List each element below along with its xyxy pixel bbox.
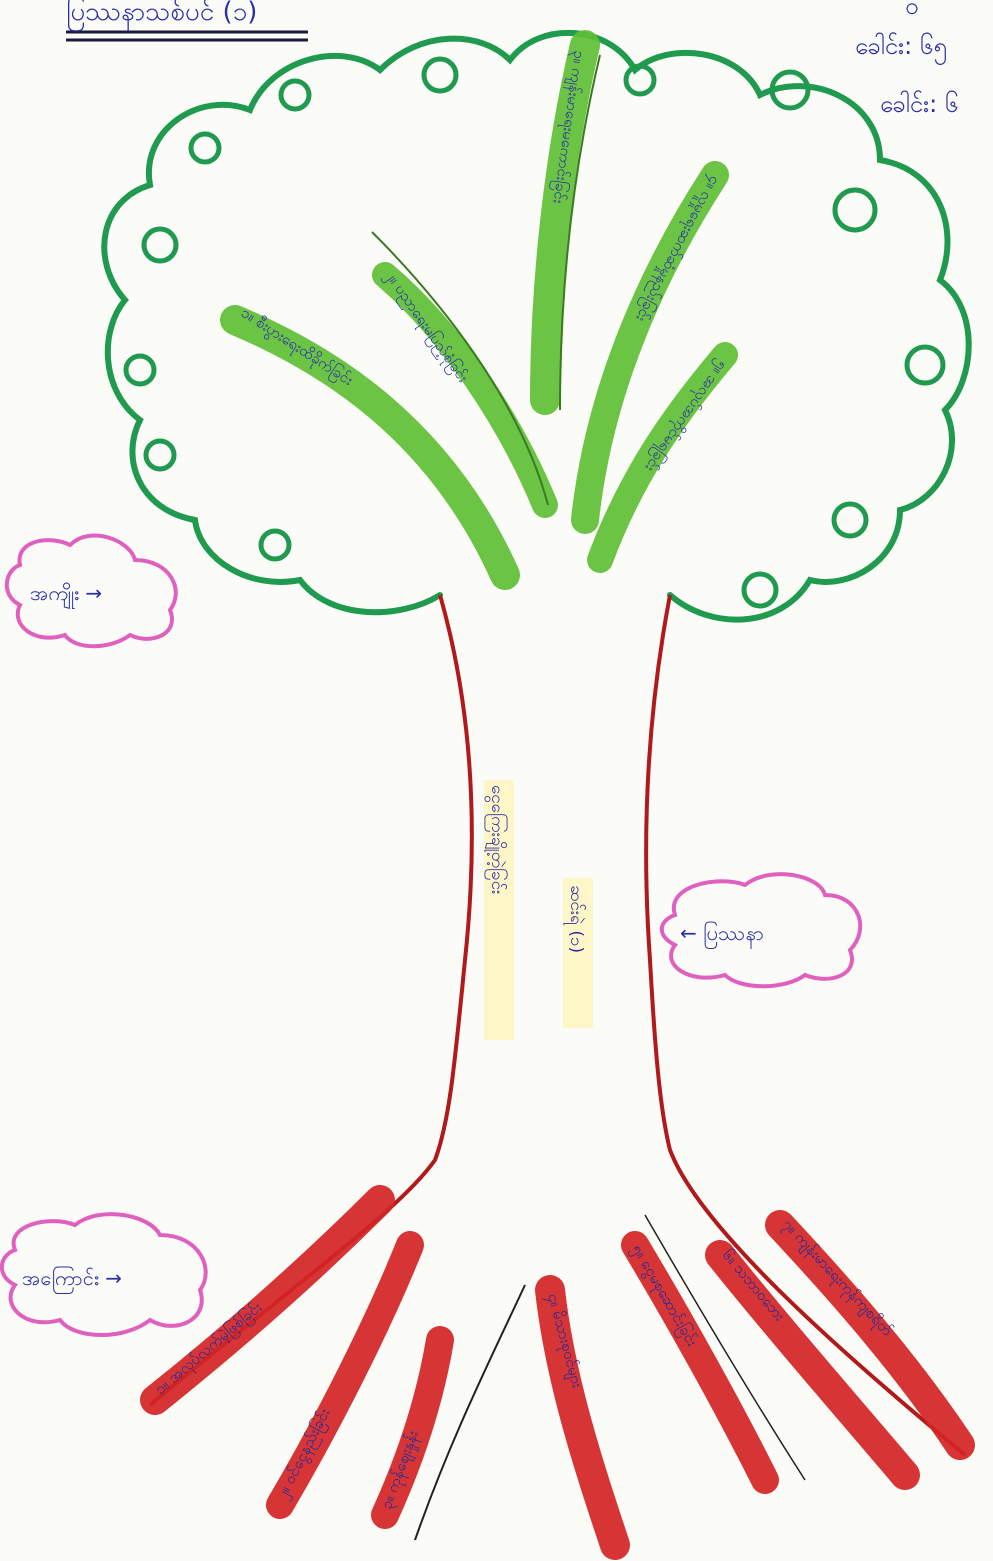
branch-label-4: ၄။ လူမှုရေးဆက်ဆံမှုနည်းခြင်း	[630, 172, 726, 326]
callout-leaves: အကျိုး →	[7, 536, 176, 647]
callout-problem: ← ပြဿနာ	[662, 874, 860, 986]
trunk-label-1-group: ငွေကြေးချို့တဲ့ခြင်း	[484, 780, 514, 1040]
callout-problem-label: ← ပြဿနာ	[680, 921, 764, 949]
trunk-label-2-group: ဆင်းရဲ (၁)	[563, 878, 593, 1028]
callout-roots-label: အကြောင်း →	[22, 1266, 122, 1294]
diagram-title: ပြဿနာသစ်ပင် (၁)	[66, 0, 257, 33]
callout-roots: အကြောင်း →	[2, 1214, 206, 1335]
corner-note-3: ခေါင်း: ၆	[880, 88, 958, 124]
corner-note-1: ဝ	[905, 0, 918, 26]
branch-label-5: ၅။ အလုပ်အကိုင်မရခြင်း	[639, 356, 732, 476]
trunk-label-1: ငွေကြေးချို့တဲ့ခြင်း	[484, 785, 509, 894]
trunk-label-2: ဆင်းရဲ (၁)	[563, 885, 586, 953]
branch-label-1: ၁။ စီးပွားရေးထိခိုက်ခြင်း	[236, 302, 357, 391]
root-label-1: ၁။ အလုပ်လက်မဲ့ဖြစ်ခြင်း	[150, 1297, 267, 1400]
corner-note-2: ခေါင်း: ၆၅	[855, 30, 947, 66]
root-label-5: ၅။ ငွေမစုဆောင်းခြင်း	[626, 1241, 702, 1351]
branch-label-2: ၂။ ပညာရေးမပြည့်စုံခြင်း	[379, 266, 473, 387]
callout-leaves-label: အကျိုး →	[30, 581, 102, 609]
title-underline	[66, 32, 308, 40]
